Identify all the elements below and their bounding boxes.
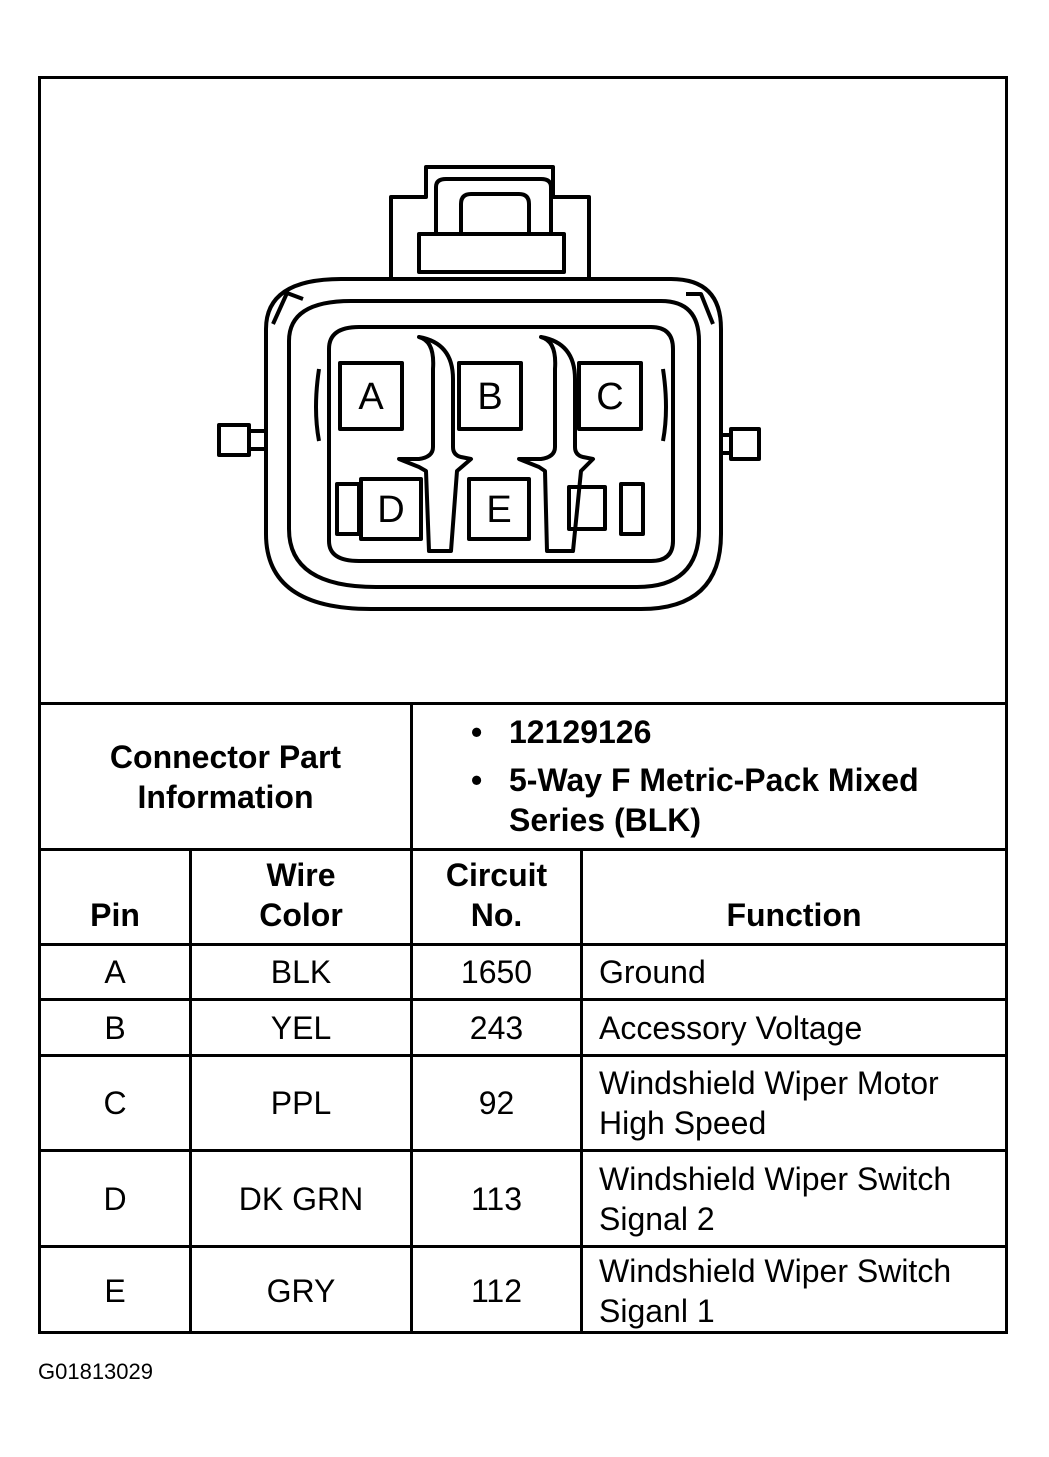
row-c-bottom-border xyxy=(41,1149,1005,1152)
locking-tab-ramp xyxy=(434,177,553,234)
pin-cavity-c xyxy=(577,361,643,431)
row-e-pin: E xyxy=(104,1273,126,1309)
row-b-bottom-border xyxy=(41,1054,1005,1057)
table-top-border xyxy=(41,702,1005,705)
pin-cavity-e xyxy=(467,477,531,541)
column-divider-wire xyxy=(189,848,192,1334)
header-circuit-no: Circuit No. xyxy=(445,857,548,933)
connector-diagram: A B C D E xyxy=(41,79,1005,704)
row-d-function: Windshield Wiper Switch Signal 2 xyxy=(599,1160,952,1237)
left-key-block xyxy=(335,482,361,536)
cavity-wall xyxy=(327,325,675,563)
pin-cavity-b xyxy=(457,361,523,431)
row-a-wire-color: BLK xyxy=(270,954,332,990)
locking-tab-outline xyxy=(389,165,591,281)
row-e-wire-color: GRY xyxy=(266,1273,336,1309)
column-divider-circuit xyxy=(410,702,413,1334)
left-side-slot xyxy=(314,368,321,442)
divider-left xyxy=(397,335,473,553)
row-b-function: Accessory Voltage xyxy=(599,1009,863,1046)
part-info-bottom-border xyxy=(41,848,1005,851)
pin-label-b: B xyxy=(477,376,502,418)
left-ear-stem xyxy=(249,429,266,451)
header-bottom-border xyxy=(41,943,1005,946)
row-b-pin: B xyxy=(104,1009,126,1046)
row-a-pin: A xyxy=(104,954,126,990)
part-number: 12129126 xyxy=(471,712,1001,752)
right-side-slot xyxy=(661,368,668,442)
diagram-frame: A B C D E Connector Part Information 121… xyxy=(38,76,1008,1334)
left-corner-nub xyxy=(271,291,304,325)
pin-label-e: E xyxy=(486,489,511,531)
row-b-circuit-no: 243 xyxy=(469,1009,524,1046)
part-info-label: Connector Part Information xyxy=(109,738,342,815)
row-c-circuit-no: 92 xyxy=(478,1085,515,1121)
locking-tab-latch xyxy=(417,232,566,274)
row-c-function: Windshield Wiper Motor High Speed xyxy=(599,1065,939,1141)
row-a-bottom-border xyxy=(41,998,1005,1001)
pin-cavity-a xyxy=(338,361,404,431)
pin-label-a: A xyxy=(358,376,384,418)
right-ear xyxy=(729,427,761,461)
locking-tab-slot xyxy=(459,192,531,234)
figure-code: G01813029 xyxy=(38,1359,153,1384)
part-info-list: 12129126 5-Way F Metric-Pack Mixed Serie… xyxy=(471,712,1001,840)
row-d-pin: D xyxy=(103,1180,127,1217)
part-description: 5-Way F Metric-Pack Mixed Series (BLK) xyxy=(471,760,1001,840)
column-divider-function xyxy=(580,848,583,1334)
housing-inner xyxy=(287,299,701,589)
header-wire-color: Wire Color xyxy=(259,857,343,933)
empty-cavity xyxy=(567,485,607,531)
divider-right xyxy=(517,335,595,553)
row-b-wire-color: YEL xyxy=(270,1009,332,1046)
row-d-circuit-no: 113 xyxy=(470,1180,522,1217)
pin-label-d: D xyxy=(377,489,404,531)
housing-outer xyxy=(264,277,723,611)
pin-label-c: C xyxy=(596,376,623,418)
row-c-pin: C xyxy=(103,1085,127,1121)
row-e-circuit-no: 112 xyxy=(470,1273,522,1309)
row-c-wire-color: PPL xyxy=(270,1085,332,1121)
row-a-function: Ground xyxy=(599,954,706,990)
row-a-circuit-no: 1650 xyxy=(460,954,533,990)
row-d-bottom-border xyxy=(41,1245,1005,1248)
row-d-wire-color: DK GRN xyxy=(238,1180,364,1217)
right-key-block xyxy=(619,482,645,536)
header-pin: Pin xyxy=(90,897,140,933)
row-e-function: Windshield Wiper Switch Siganl 1 xyxy=(599,1253,952,1329)
right-corner-nub xyxy=(686,292,715,325)
pin-cavity-d xyxy=(359,477,423,541)
right-ear-stem xyxy=(721,433,731,455)
left-ear xyxy=(217,423,251,457)
header-function: Function xyxy=(726,897,862,933)
connector-face-drawing: A B C D E xyxy=(217,165,761,611)
